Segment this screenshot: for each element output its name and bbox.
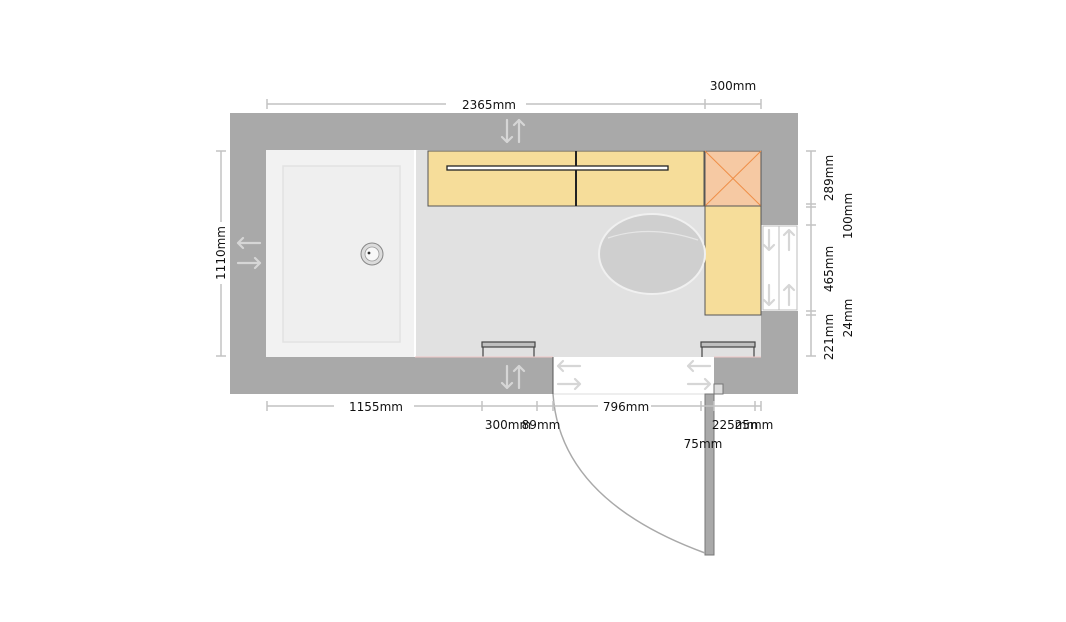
dim-label: 2365mm [462,98,516,112]
flip-arrows-icon[interactable] [762,283,796,307]
dim-label: 75mm [684,437,723,451]
dim-top-total: 2365mm 300mm [266,79,762,112]
flip-arrows-icon[interactable] [500,118,526,144]
door-leaf[interactable] [704,393,715,556]
dim-label: 1110mm [214,226,228,280]
drain-icon [360,242,384,266]
dim-label: 1155mm [349,400,403,414]
dim-label: 300mm [710,79,756,93]
window-frame[interactable] [762,225,798,311]
dim-label: 796mm [603,400,649,414]
dim-label: 225mm [712,418,758,432]
corner-cabinet[interactable] [704,150,762,207]
dim-label: 465mm [822,246,836,292]
vanity-cabinet[interactable] [427,150,705,207]
radiator-right[interactable] [700,341,756,357]
door-opening [553,357,714,394]
flip-arrows-icon[interactable] [236,236,262,270]
flip-arrows-icon[interactable] [500,364,526,390]
dim-label: 25mm [735,418,774,432]
flip-arrows-icon[interactable] [556,359,582,391]
flip-arrows-icon[interactable] [762,228,796,252]
radiator-left[interactable] [481,341,536,357]
dim-label: 289mm [822,155,836,201]
dim-label: 221mm [822,314,836,360]
dim-label: 24mm [841,299,855,338]
dim-left-height: 1110mm [214,150,228,357]
dim-label: 89mm [522,418,561,432]
toilet-icon[interactable] [598,213,706,295]
dim-label: 300mm [485,418,531,432]
door-swing [552,393,706,554]
vanity-rail [446,165,669,171]
flip-arrows-icon[interactable] [686,359,712,391]
dim-right-segments: 289mm 100mm 465mm 24mm 221mm [806,150,855,360]
dim-label: 100mm [841,193,855,239]
shower-tray[interactable] [266,150,416,357]
dim-bottom-segments: 1155mm 300mm 89mm 796mm 225mm 25mm 75mm [266,400,774,451]
door-stop [713,383,724,395]
side-cabinet[interactable] [704,205,762,316]
